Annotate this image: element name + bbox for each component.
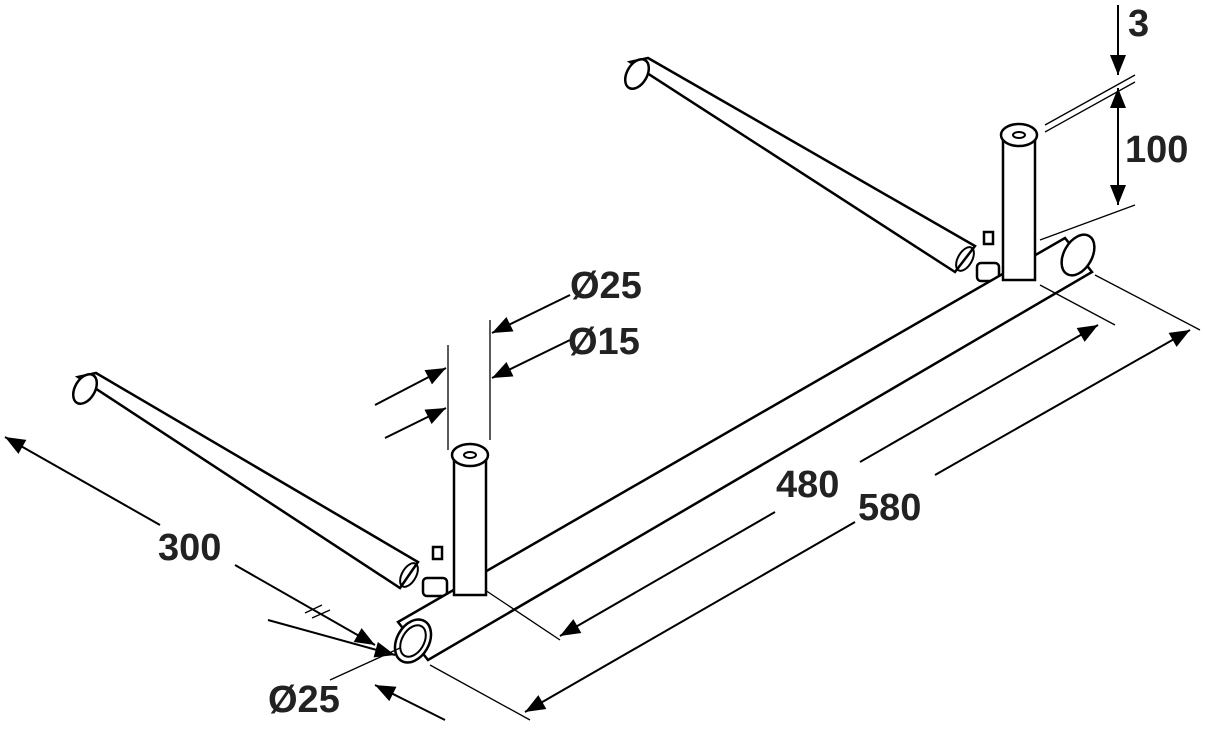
dim-580-label: 580 (858, 487, 921, 529)
dim-300-label: 300 (158, 527, 221, 569)
dim-tube-diameter-label: Ø25 (268, 679, 340, 721)
main-tube (393, 233, 1096, 664)
right-arm (623, 56, 1001, 283)
dim-post-inner-label: Ø15 (568, 321, 640, 363)
right-post (999, 122, 1039, 282)
dim-post-outer-label: Ø25 (570, 265, 642, 307)
dim-3-label: 3 (1128, 3, 1149, 45)
dim-480-label: 480 (776, 464, 839, 506)
left-post (450, 442, 490, 597)
dim-100-label: 100 (1125, 129, 1188, 171)
left-arm (71, 371, 449, 598)
dimension-lines (4, 5, 1201, 721)
